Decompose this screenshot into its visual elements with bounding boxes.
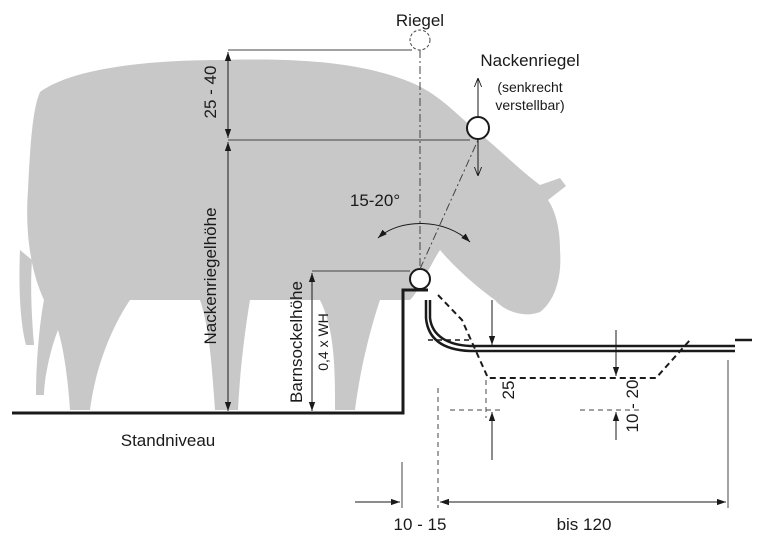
label-riegel: Riegel xyxy=(396,11,444,30)
cow-silhouette xyxy=(19,59,567,410)
angled-center-line xyxy=(419,139,479,270)
label-dim-top: 25 - 40 xyxy=(201,66,220,119)
label-dim-bottom-right: bis 120 xyxy=(557,515,612,534)
label-dim-trough-depth: 25 xyxy=(499,381,518,400)
floor-line xyxy=(12,288,428,415)
upper-rail-circle xyxy=(409,29,431,51)
label-wh-factor: 0,4 x WH xyxy=(315,313,331,371)
trough-solid xyxy=(424,300,752,353)
label-barnsockelhoehe: Barnsockelhöhe xyxy=(287,281,306,403)
label-dim-trough-step: 10 - 20 xyxy=(623,380,642,433)
label-dim-bottom-left: 10 - 15 xyxy=(394,515,447,534)
angle-arc xyxy=(377,222,471,243)
label-standniveau: Standniveau xyxy=(121,431,216,450)
base-rail-circle xyxy=(409,268,431,290)
label-nackenriegelhoehe: Nackenriegelhöhe xyxy=(201,207,220,344)
trough-dashed xyxy=(437,294,691,379)
label-nackenriegel: Nackenriegel xyxy=(480,51,579,70)
label-angle: 15-20° xyxy=(350,191,400,210)
neck-rail-circle xyxy=(466,116,490,140)
label-nackenriegel-note-1: (senkrecht xyxy=(497,79,562,95)
label-nackenriegel-note-2: verstellbar) xyxy=(495,97,564,113)
